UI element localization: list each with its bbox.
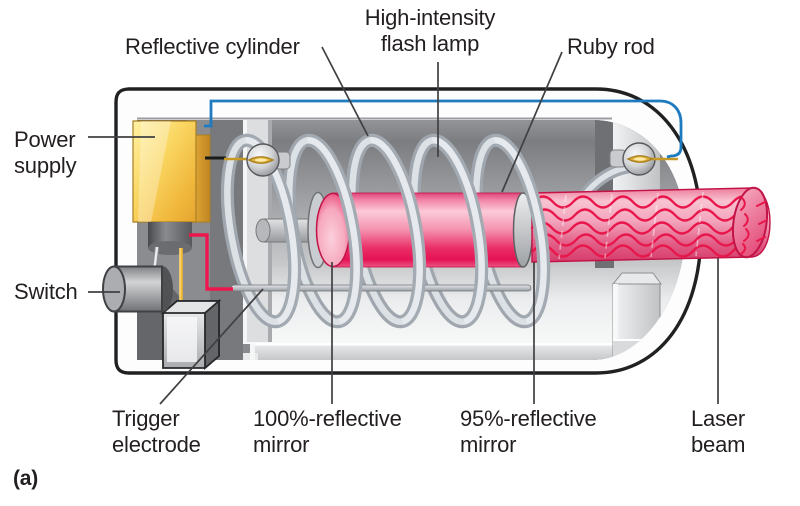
label-laser-beam: Laser beam: [691, 406, 746, 457]
cylinder-floor-slab: [255, 344, 660, 360]
label-power-supply: Power supply: [14, 127, 77, 178]
leader-reflective-cylinder: [321, 46, 369, 137]
label-switch: Switch: [14, 279, 78, 304]
wire-blue: [204, 99, 683, 159]
beam-segment-dashes: [558, 191, 704, 260]
label-ruby-rod: Ruby rod: [567, 34, 655, 59]
laser-beam: [530, 186, 771, 263]
switch-knob: [102, 265, 173, 313]
trigger-electrode-box: [160, 299, 222, 370]
flash-lamp-electrode-right: [609, 142, 678, 176]
wire-red: [189, 233, 233, 291]
power-supply-box: [132, 120, 211, 223]
beam-face-ticks: [740, 197, 768, 255]
label-mirror-100: 100%-reflective mirror: [253, 406, 402, 457]
leader-ruby-rod: [501, 51, 563, 193]
leader-trigger-electrode: [159, 288, 264, 405]
label-trigger-electrode: Trigger electrode: [112, 406, 201, 457]
label-flash-lamp: High-intensity flash lamp: [364, 5, 496, 56]
label-mirror-95: 95%-reflective mirror: [460, 406, 597, 457]
leader-lines: [88, 46, 719, 405]
panel-tag: (a): [13, 467, 39, 490]
laser-waves: [530, 195, 755, 258]
flash-lamp-electrode-left: [246, 143, 291, 177]
label-reflective-cylinder: Reflective cylinder: [125, 34, 300, 59]
